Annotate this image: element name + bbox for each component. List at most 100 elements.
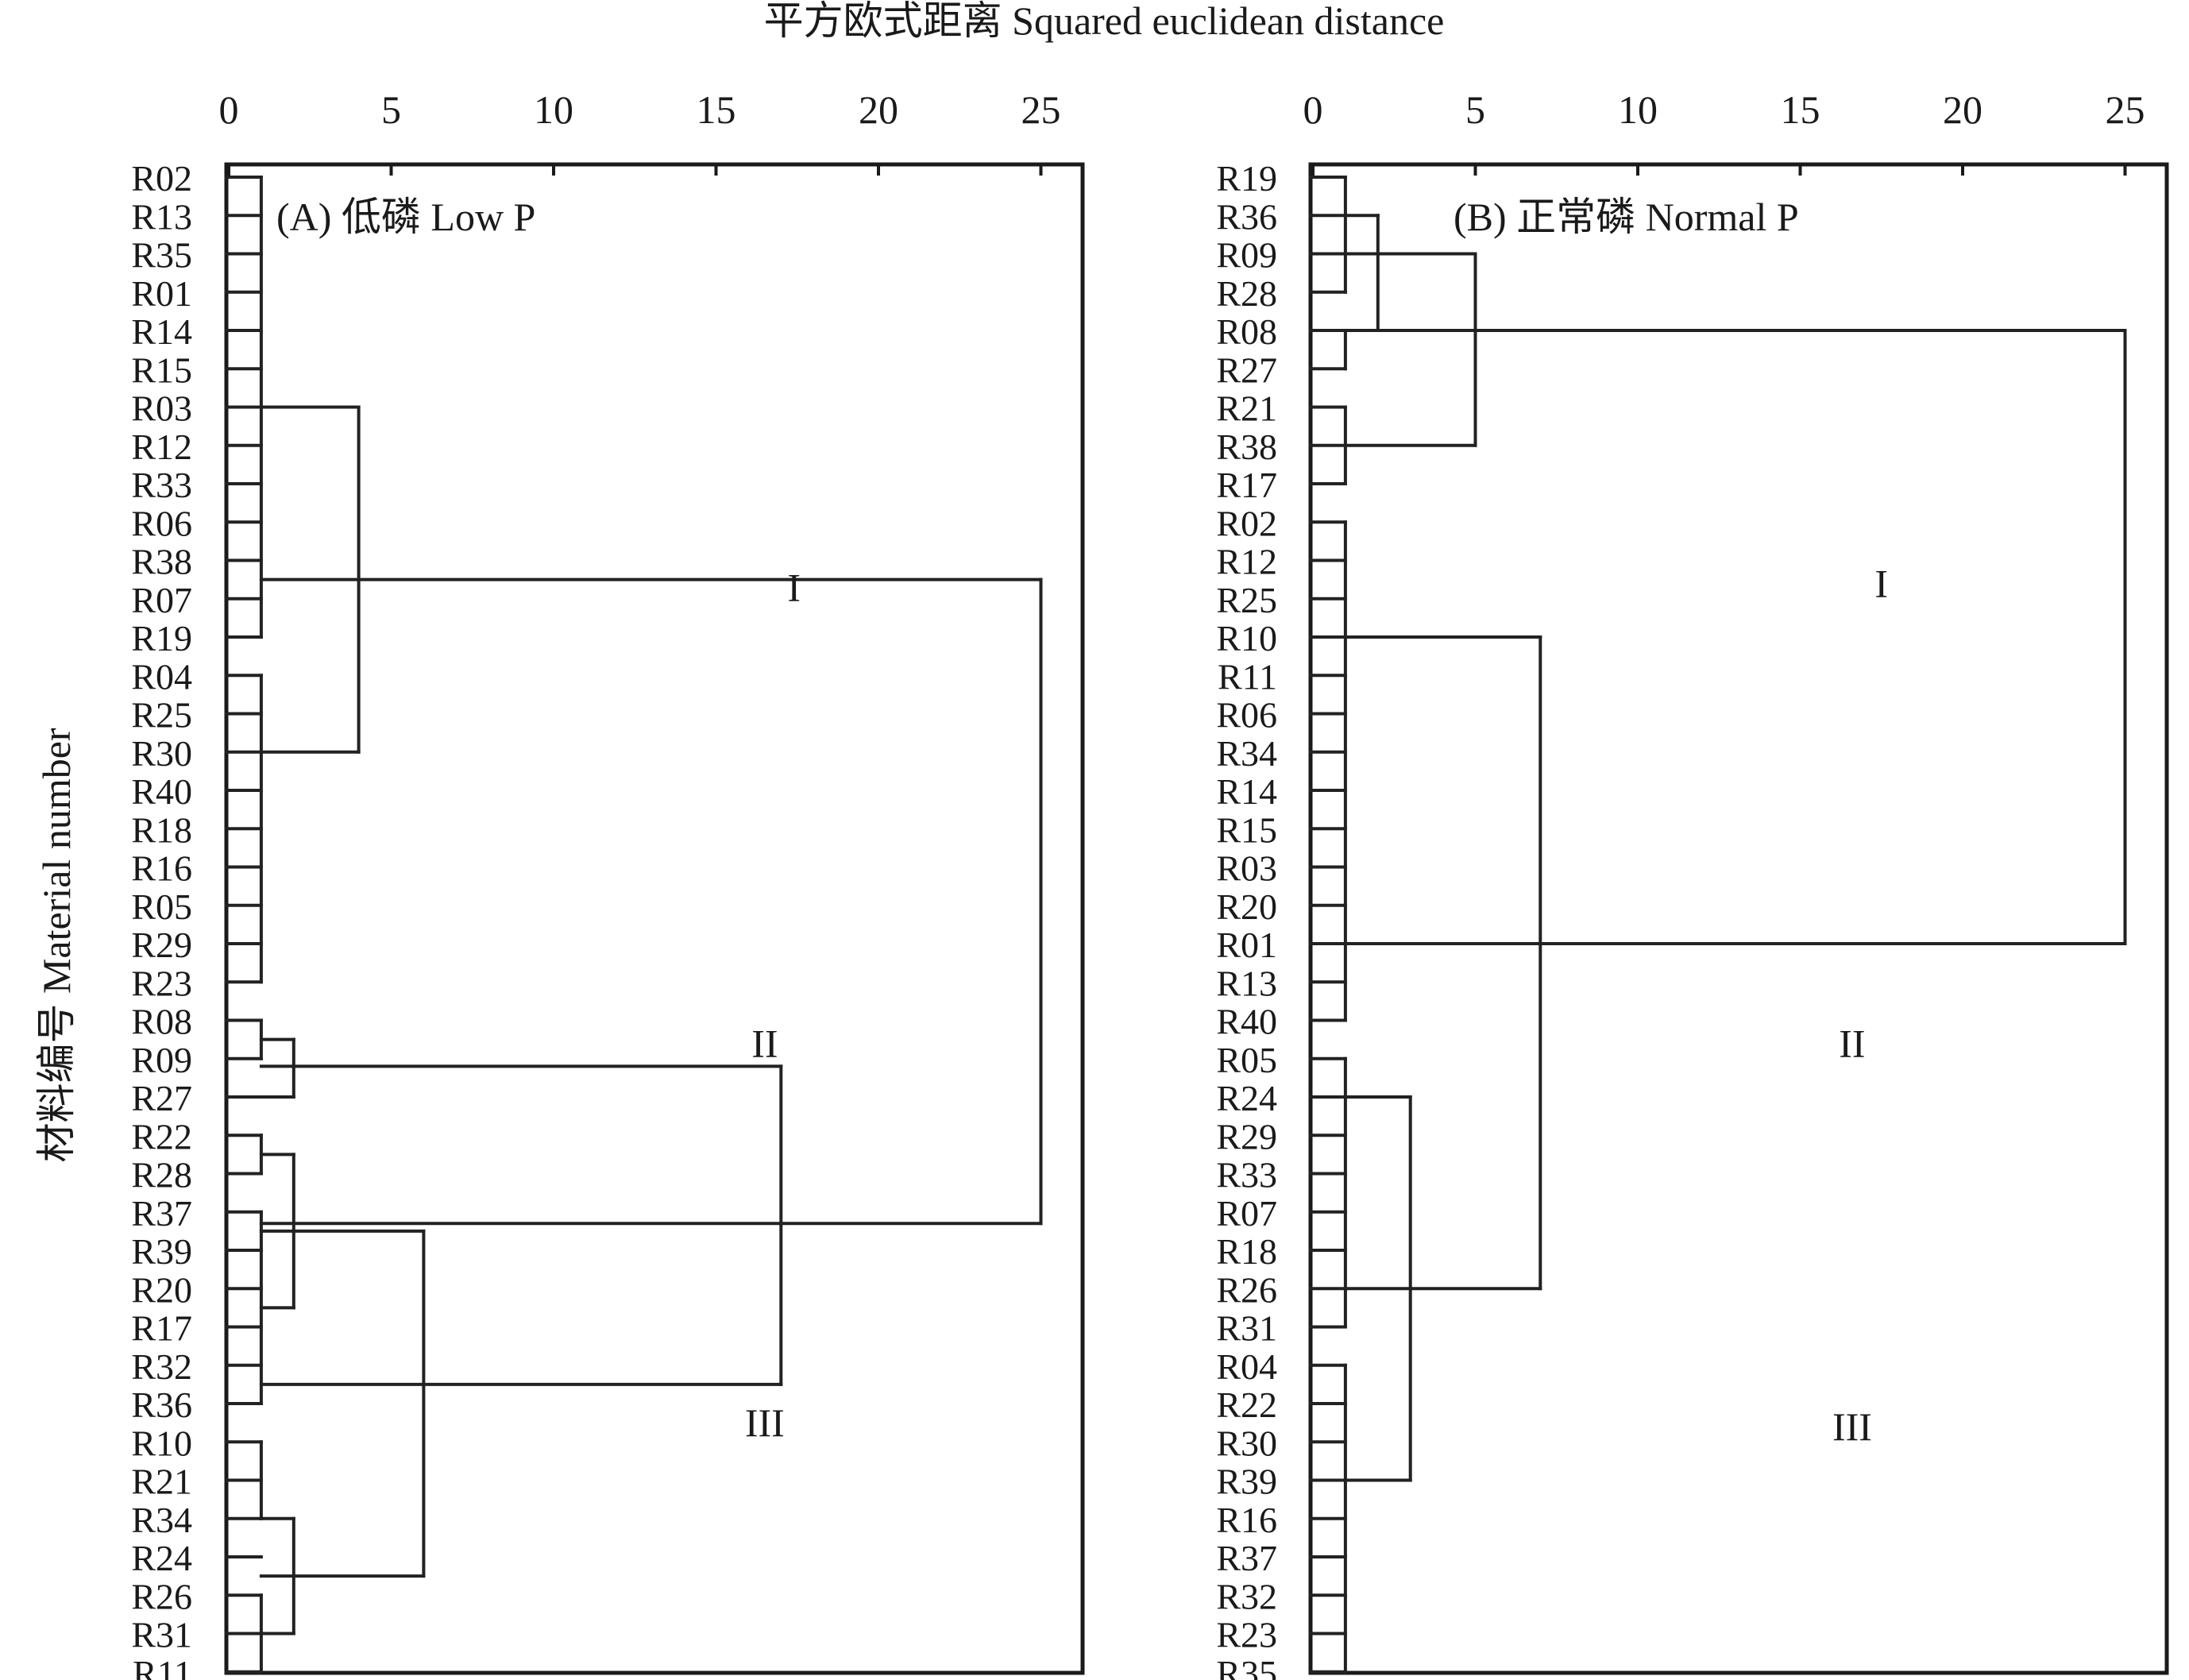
leaf-label: R13: [1216, 963, 1277, 1003]
panel-normal-p-branches: [1309, 176, 2127, 1674]
leaf-label: R35: [131, 235, 192, 276]
leaf-label: R17: [131, 1308, 192, 1349]
low-p-x-tick-label: 0: [219, 87, 239, 132]
leaf-label: R12: [1216, 542, 1277, 582]
leaf-label: R22: [1216, 1385, 1277, 1425]
normal-p-x-tick-label: 10: [1618, 87, 1658, 132]
leaf-label: R17: [1216, 465, 1277, 505]
leaf-label: R28: [131, 1155, 192, 1195]
leaf-label: R08: [1216, 311, 1277, 352]
leaf-label: R10: [1216, 618, 1277, 658]
cluster-label-iii: III: [1832, 1404, 1872, 1449]
panel-low-p-branches: [225, 176, 1043, 1674]
leaf-label: R27: [131, 1078, 192, 1118]
top-axis-title: 平方欧式距离 Squared euclidean distance: [764, 0, 1445, 43]
panel-low-p-title: (A) 低磷 Low P: [276, 195, 535, 239]
leaf-label: R18: [131, 809, 192, 850]
leaf-label: R05: [131, 886, 192, 927]
leaf-label: R26: [131, 1576, 192, 1616]
leaf-label: R34: [1216, 733, 1277, 774]
leaf-label: R21: [1216, 388, 1277, 429]
cluster-label-ii: II: [1839, 1021, 1865, 1065]
leaf-label: R30: [1216, 1423, 1277, 1463]
leaf-label: R06: [1216, 695, 1277, 736]
leaf-label: R09: [1216, 235, 1277, 276]
panel-low-p-leaf-labels: R02R13R35R01R14R15R03R12R33R06R38R07R19R…: [131, 158, 192, 1680]
leaf-label: R29: [1216, 1116, 1277, 1157]
leaf-label: R10: [131, 1423, 192, 1463]
normal-p-x-tick-label: 5: [1465, 87, 1485, 132]
normal-p-x-tick-label: 20: [1943, 87, 1982, 132]
leaf-label: R16: [1216, 1500, 1277, 1540]
leaf-label: R03: [1216, 848, 1277, 889]
leaf-label: R36: [1216, 196, 1277, 237]
leaf-label: R32: [1216, 1576, 1277, 1616]
leaf-label: R14: [1216, 771, 1277, 812]
leaf-label: R30: [131, 733, 192, 774]
leaf-label: R27: [1216, 350, 1277, 390]
y-axis-title: 材料编号 Material number: [34, 728, 79, 1162]
leaf-label: R05: [1216, 1040, 1277, 1080]
low-p-x-tick-label: 20: [859, 87, 898, 132]
leaf-label: R28: [1216, 273, 1277, 314]
leaf-label: R39: [1216, 1462, 1277, 1502]
leaf-label: R13: [131, 196, 192, 237]
panel-normal-p-frame: [1308, 162, 2169, 1675]
leaf-label: R02: [131, 158, 192, 199]
leaf-label: R08: [131, 1002, 192, 1042]
leaf-label: R20: [1216, 886, 1277, 927]
leaf-label: R37: [131, 1193, 192, 1234]
panel-low-p-frame: [224, 162, 1085, 1675]
leaf-label: R24: [131, 1538, 192, 1578]
leaf-label: R31: [1216, 1308, 1277, 1349]
leaf-label: R19: [1216, 158, 1277, 199]
leaf-label: R07: [131, 580, 192, 620]
leaf-label: R09: [131, 1040, 192, 1080]
low-p-x-tick-label: 5: [381, 87, 401, 132]
leaf-label: R40: [131, 771, 192, 812]
cluster-label-iii: III: [745, 1400, 785, 1445]
leaf-label: R11: [1218, 656, 1277, 697]
leaf-label: R23: [131, 963, 192, 1003]
normal-p-x-tick-label: 0: [1303, 87, 1323, 132]
leaf-label: R40: [1216, 1002, 1277, 1042]
leaf-label: R20: [131, 1269, 192, 1310]
leaf-label: R34: [131, 1500, 192, 1540]
leaf-label: R33: [1216, 1155, 1277, 1195]
leaf-label: R23: [1216, 1615, 1277, 1655]
leaf-label: R39: [131, 1231, 192, 1272]
leaf-label: R15: [1216, 809, 1277, 850]
leaf-label: R18: [1216, 1231, 1277, 1272]
leaf-label: R04: [131, 656, 192, 697]
leaf-label: R19: [131, 618, 192, 658]
leaf-label: R38: [131, 542, 192, 582]
leaf-label: R01: [1216, 925, 1277, 965]
leaf-label: R01: [131, 273, 192, 314]
low-p-x-tick-label: 10: [534, 87, 573, 132]
leaf-label: R02: [1216, 503, 1277, 543]
leaf-label: R26: [1216, 1269, 1277, 1310]
leaf-label: R21: [131, 1462, 192, 1502]
cluster-label-i: I: [1874, 561, 1888, 605]
leaf-label: R16: [131, 848, 192, 889]
normal-p-x-tick-label: 15: [1781, 87, 1820, 132]
leaf-label: R31: [131, 1615, 192, 1655]
leaf-label: R11: [133, 1653, 192, 1680]
leaf-label: R07: [1216, 1193, 1277, 1234]
leaf-label: R15: [131, 350, 192, 390]
low-p-x-tick-label: 25: [1021, 87, 1061, 132]
leaf-label: R06: [131, 503, 192, 543]
leaf-label: R33: [131, 465, 192, 505]
cluster-label-i: I: [787, 565, 801, 609]
cluster-label-ii: II: [751, 1021, 778, 1065]
leaf-label: R25: [1216, 580, 1277, 620]
leaf-label: R37: [1216, 1538, 1277, 1578]
leaf-label: R12: [131, 427, 192, 467]
panel-normal-p-leaf-labels: R19R36R09R28R08R27R21R38R17R02R12R25R10R…: [1216, 158, 1277, 1680]
leaf-label: R35: [1216, 1653, 1277, 1680]
